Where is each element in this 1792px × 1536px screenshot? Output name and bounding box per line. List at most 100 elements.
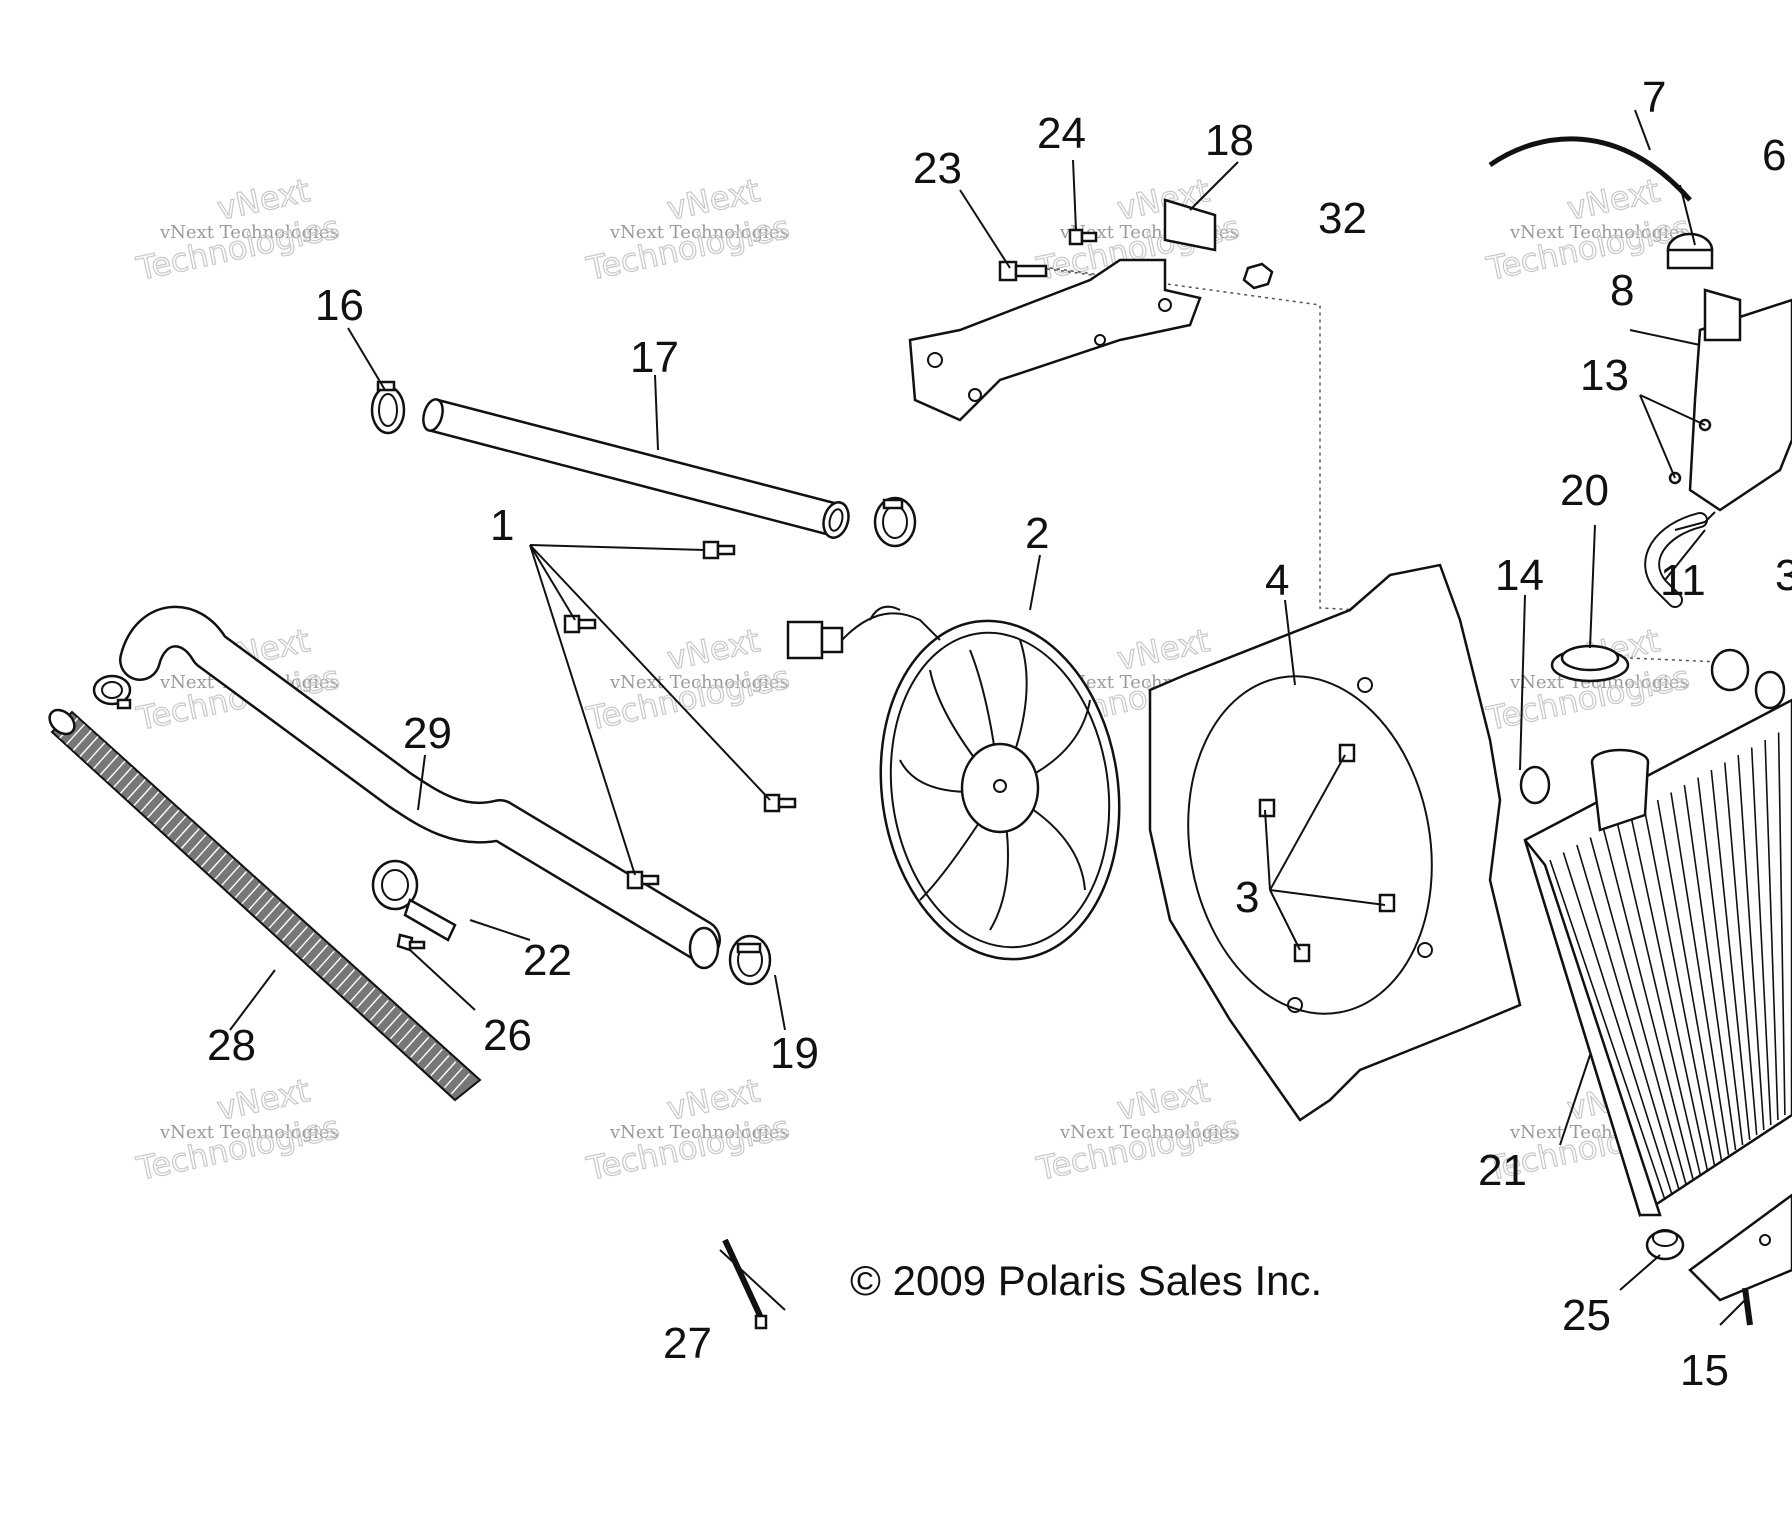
corrugated-sleeve [48, 708, 482, 1102]
callout-4: 4 [1265, 556, 1289, 605]
watermark: vNext vNext Technologies Technologies [582, 171, 793, 289]
watermark-small: vNext Technologies [1509, 672, 1689, 693]
small-clamp [92, 674, 132, 710]
radiator-fin [1737, 754, 1765, 1131]
hose-clamp-16 [370, 380, 406, 435]
watermark-small: vNext Technologies [609, 222, 789, 243]
alignment-lines [1039, 267, 1721, 663]
callout-16: 16 [315, 281, 364, 330]
callout-19: 19 [770, 1029, 819, 1078]
radiator-fin [1629, 814, 1709, 1171]
radiator-fin [1764, 739, 1779, 1121]
radiator-fin [1670, 792, 1730, 1156]
speed-nut-3 [1378, 893, 1396, 913]
callout-2: 2 [1025, 509, 1049, 558]
radiator-fin [1697, 777, 1744, 1146]
screw [563, 614, 597, 634]
callout-24: 24 [1037, 109, 1086, 158]
watermark-small: vNext Technologies [159, 1122, 339, 1143]
radiator-fin [1710, 769, 1751, 1141]
watermark-small: vNext Technologies [159, 222, 339, 243]
callout-23: 23 [913, 144, 962, 193]
radiator-fin [1616, 822, 1702, 1176]
radiator-fin [1777, 732, 1786, 1116]
coolant-hose [119, 605, 721, 970]
speed-nut-3 [1258, 798, 1276, 818]
watermark-small: vNext Technologies [1509, 222, 1689, 243]
callout-8: 8 [1610, 266, 1634, 315]
watermark: vNext vNext Technologies Technologies [1482, 171, 1693, 289]
radiator-fin [1576, 844, 1680, 1191]
callout-7: 7 [1642, 73, 1666, 122]
hose-end [688, 926, 720, 970]
watermark: vNext vNext Technologies Technologies [132, 171, 343, 289]
radiator-fin [1589, 837, 1687, 1186]
callout-15: 15 [1680, 1346, 1729, 1395]
callout-28: 28 [207, 1021, 256, 1070]
speed-nut-3 [1293, 943, 1311, 963]
screw [702, 540, 736, 560]
grommet-25 [1645, 1229, 1685, 1261]
radiator-fin [1683, 784, 1737, 1151]
watermark: vNext vNext Technologies Technologies [132, 1071, 343, 1189]
radiator-fin [1549, 859, 1666, 1201]
copyright-notice: © 2009 Polaris Sales Inc. [850, 1257, 1322, 1304]
watermark: vNext vNext Technologies Technologies [1032, 1071, 1243, 1189]
watermark-small: vNext Technologies [1059, 1122, 1239, 1143]
radiator [1519, 648, 1792, 1217]
radiator-fin [1724, 762, 1758, 1136]
nut-32 [1242, 262, 1274, 290]
tie-strap-27 [722, 1238, 768, 1330]
alignment-line [1039, 267, 1131, 281]
radiator-fin [1750, 747, 1772, 1126]
fan-connector [786, 612, 941, 660]
callout-labels: 1 2 3 4 6 7 8 11 13 14 15 16 17 18 19 20… [207, 73, 1792, 1395]
hose-clamp-19 [728, 934, 772, 986]
radiator-cap [1550, 644, 1630, 683]
watermark-small: vNext Technologies [609, 1122, 789, 1143]
callout-26: 26 [483, 1011, 532, 1060]
watermark: vNext vNext Technologies Technologies [582, 621, 793, 739]
mounting-bracket [908, 198, 1217, 422]
radiator-fin [1562, 852, 1673, 1196]
radiator-fin [1643, 807, 1716, 1166]
radiator-fins [1549, 732, 1786, 1201]
callout-3-right: 3 [1775, 551, 1792, 600]
screw [763, 793, 797, 813]
callout-25: 25 [1562, 1291, 1611, 1340]
hose-clamp-upper [873, 496, 917, 548]
cooling-fan [869, 605, 1121, 961]
callout-21: 21 [1478, 1146, 1527, 1195]
callout-14: 14 [1495, 551, 1544, 600]
radiator-fin [1656, 799, 1723, 1161]
callout-20: 20 [1560, 466, 1609, 515]
sleeve-end [48, 708, 76, 736]
watermark: vNext vNext Technologies Technologies [582, 1071, 793, 1189]
callout-29: 29 [403, 709, 452, 758]
callout-32: 32 [1318, 194, 1367, 243]
overflow-hose-11 [1644, 511, 1716, 608]
overflow-bottle [1688, 288, 1792, 512]
grommet-14 [1519, 765, 1551, 805]
callout-1: 1 [490, 501, 514, 550]
bolt-23 [998, 260, 1048, 282]
callout-3: 3 [1235, 873, 1259, 922]
callout-18: 18 [1205, 116, 1254, 165]
bolt-24 [1068, 228, 1098, 246]
alignment-line [1559, 654, 1721, 663]
screw [626, 870, 660, 890]
screw-26 [396, 933, 426, 952]
vent-tube-7 [1488, 136, 1692, 202]
callout-6: 6 [1762, 131, 1786, 180]
callout-17: 17 [630, 333, 679, 382]
p-clamp-22 [371, 859, 457, 942]
straight-hose [422, 398, 850, 539]
callout-22: 22 [523, 936, 572, 985]
bottle-cap [1666, 232, 1714, 270]
callout-13: 13 [1580, 351, 1629, 400]
lower-bracket [1688, 1193, 1792, 1326]
radiator-fin [1603, 829, 1694, 1181]
callout-11: 11 [1660, 556, 1706, 605]
leader-lines [229, 109, 1746, 1326]
